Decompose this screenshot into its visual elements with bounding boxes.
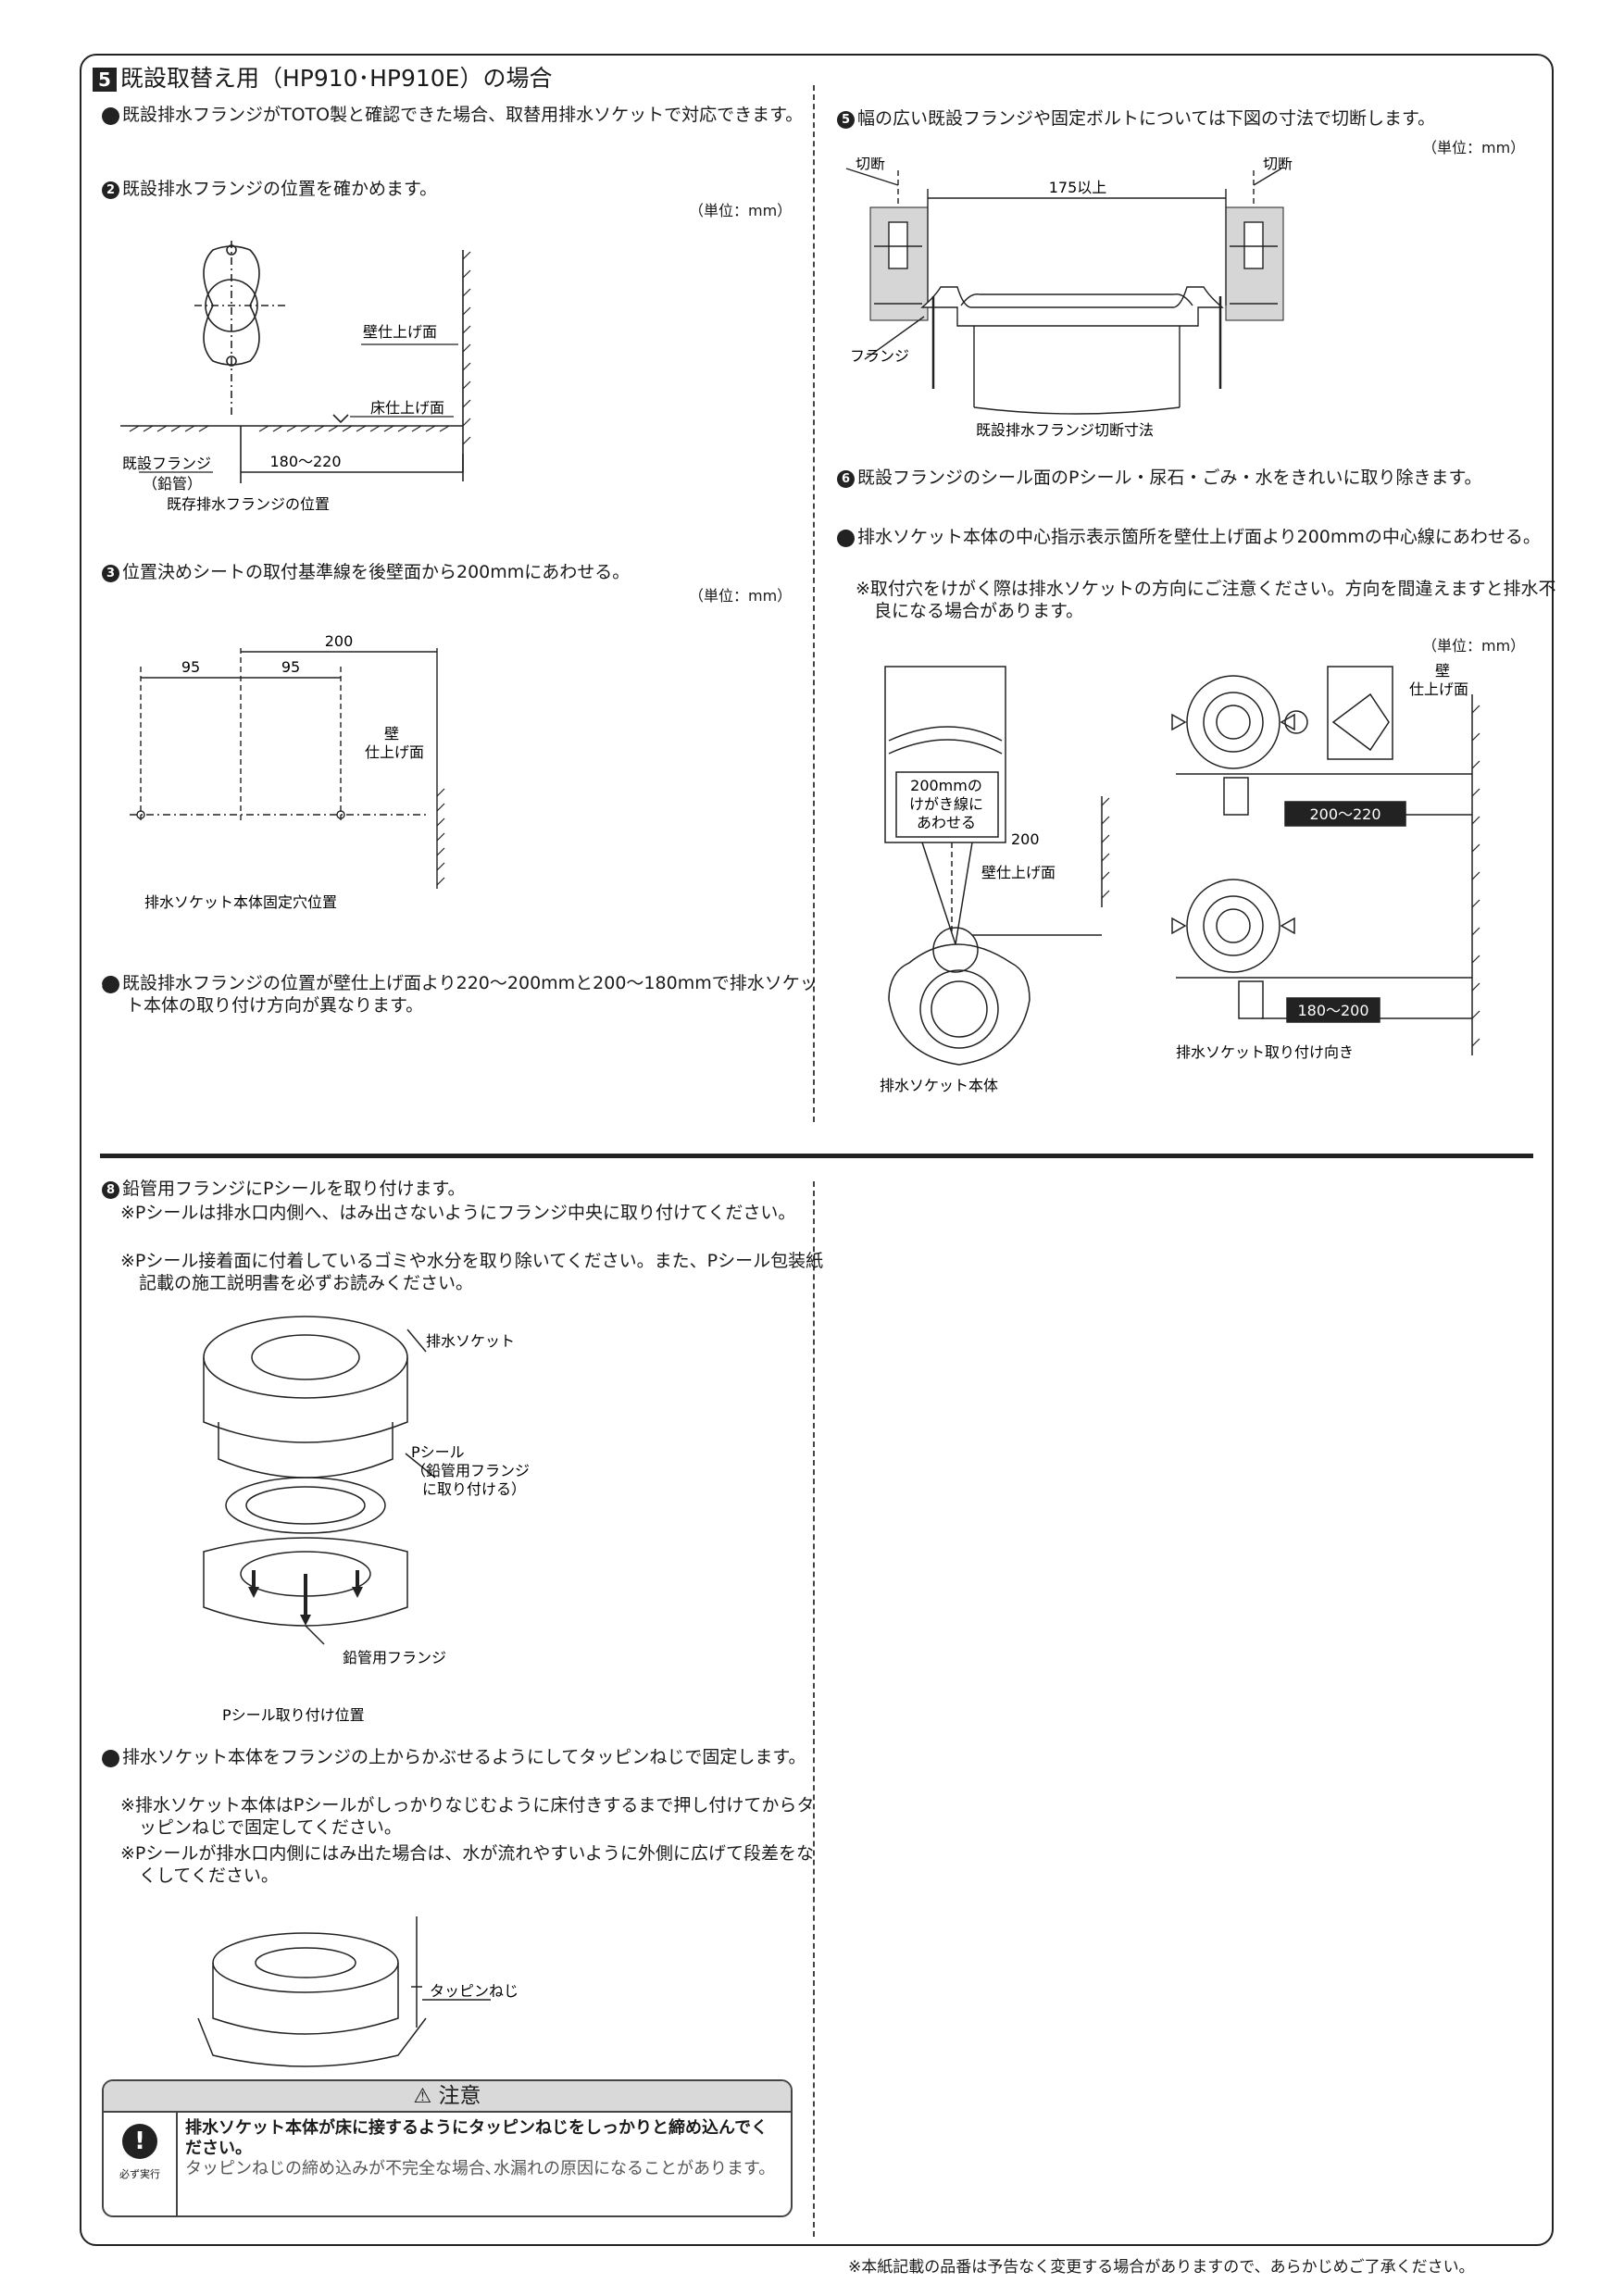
step-6-text: 既設フランジのシール面のPシール・尿石・ごみ・水をきれいに取り除きます。 [857, 468, 1482, 488]
caution-detail-text: タッピンねじの締め込みが不完全な場合､水漏れの原因になることがあります。 [185, 2159, 776, 2178]
fig3-dim-b: 95 [281, 658, 300, 676]
fig8-flange-label: 鉛管用フランジ [343, 1649, 446, 1666]
pseal-install-diagram: 排水ソケット Pシール （鉛管用フランジ に取り付ける） 鉛管用フランジ Pシー… [203, 1316, 530, 1722]
fig3-dim-total: 200 [325, 632, 354, 650]
fig3-dim-a: 95 [181, 658, 200, 676]
fig7-body-caption: 排水ソケット本体 [880, 1077, 998, 1094]
step-2-number: 2 [102, 181, 119, 199]
existing-flange-diagram: 壁仕上げ面 床仕上げ面 180～220 既設フランジ （鉛管） 既存排水フランジ… [120, 241, 471, 513]
fig8-pseal3: に取り付ける） [422, 1480, 526, 1498]
fig7-mark1: 200mmの [910, 777, 982, 794]
socket-body-diagram: 200mmの けがき線に あわせる 200 壁仕上げ面 排水ソケット本体 [880, 666, 1110, 1094]
step-6-number: 6 [837, 470, 855, 488]
step-7-note: ※取付穴をけがく際は排水ソケットの方向にご注意ください。方向を間違えますと排水不… [856, 579, 1556, 621]
fig8-caption: Pシール取り付け位置 [222, 1706, 365, 1722]
step-8-note-2: ※Pシール接着面に付着しているゴミや水分を取り除いてください。また、Pシール包装… [120, 1251, 824, 1293]
unit-label-5: （単位：mm） [1422, 139, 1526, 156]
socket-orientation-diagram: 壁 仕上げ面 200～220 180～200 排水ソケット取り付け向き [1171, 662, 1480, 1061]
mandatory-icon-label: 必ず実行 [119, 2168, 160, 2180]
fig7-wall: 壁仕上げ面 [981, 864, 1056, 881]
step-8-number: 8 [102, 1181, 119, 1199]
caution-header: ⚠ 注意 [104, 2081, 791, 2113]
step-9-number: 9 [94, 1750, 119, 1767]
step-8-note-1: ※Pシールは排水口内側へ、はみ出さないようにフランジ中央に取り付けてください。 [120, 1203, 796, 1223]
step-9-note-2: ※Pシールが排水口内側にはみ出た場合は、水が流れやすいように外側に広げて段差をな… [120, 1843, 814, 1886]
unit-label-3: （単位：mm） [689, 587, 793, 605]
fig7-wall1: 壁 [1435, 662, 1450, 680]
fig3-wall1: 壁 [384, 725, 399, 742]
unit-label-2: （単位：mm） [689, 202, 793, 219]
step-7-text: 排水ソケット本体の中心指示表示箇所を壁仕上げ面より200mmの中心線にあわせる。 [857, 527, 1541, 547]
step-9-note-1: ※排水ソケット本体はPシールがしっかりなじむように床付きするまで押し付けてからタ… [120, 1795, 815, 1838]
fig8-pseal1: Pシール [411, 1443, 465, 1461]
column-divider-top [813, 85, 815, 1122]
fig5-cut-right: 切断 [1263, 157, 1293, 172]
warning-icon: ⚠ [413, 2085, 432, 2108]
fig8-pseal2: （鉛管用フランジ [411, 1462, 530, 1479]
page-frame [80, 54, 1554, 2246]
footer-note: ※本紙記載の品番は予告なく変更する場合がありますので、あらかじめご了承ください。 [848, 2258, 1475, 2277]
step-5-text: 幅の広い既設フランジや固定ボルトについては下図の寸法で切断します。 [857, 108, 1436, 129]
fig7-wall2: 仕上げ面 [1409, 680, 1468, 698]
fig2-flange-label: 既設フランジ [122, 455, 211, 472]
mandatory-icon: ! [122, 2124, 157, 2159]
fig7-mark3: あわせる [917, 814, 976, 831]
step-3-number: 3 [102, 565, 119, 582]
fig5-cut-left: 切断 [856, 157, 885, 172]
fig5-dim: 175以上 [1049, 179, 1107, 196]
fig2-wall-label: 壁仕上げ面 [363, 323, 437, 341]
fixing-hole-diagram: 200 95 95 壁 仕上げ面 排水ソケット本体固定穴位置 [130, 632, 445, 911]
section-rule [100, 1154, 1533, 1158]
column-divider-bottom [813, 1181, 815, 2237]
fig7-dim: 200 [1011, 830, 1040, 848]
caution-box: ⚠ 注意 ! 必ず実行 排水ソケット本体が床に接するようにタッピンねじをしっかり… [102, 2079, 793, 2217]
mandatory-icon-cell: ! 必ず実行 [104, 2113, 178, 2215]
fig2-floor-label: 床仕上げ面 [370, 399, 444, 417]
fig7-orient-caption: 排水ソケット取り付け向き [1176, 1043, 1354, 1061]
step-7-number: 7 [830, 530, 855, 547]
step-1-text: 既設排水フランジがTOTO製と確認できた場合、取替用排水ソケットで対応できます。 [122, 105, 804, 125]
caution-body: 排水ソケット本体が床に接するようにタッピンねじをしっかりと締め込んでください。 … [185, 2118, 778, 2179]
section-title: 既設取替え用（HP910･HP910E）の場合 [120, 65, 553, 92]
step-9-text: 排水ソケット本体をフランジの上からかぶせるようにしてタッピンねじで固定します。 [122, 1747, 806, 1767]
fig2-caption: 既存排水フランジの位置 [167, 495, 330, 513]
caution-title: 注意 [438, 2084, 481, 2108]
caution-bold-text: 排水ソケット本体が床に接するようにタッピンねじをしっかりと締め込んでください。 [185, 2118, 768, 2158]
step-5-number: 5 [837, 111, 855, 129]
tapping-screw-diagram: タッピンねじ [197, 1916, 518, 2067]
fig8-socket-label: 排水ソケット [426, 1332, 515, 1350]
fig3-wall2: 仕上げ面 [365, 743, 424, 761]
step-1-number: 1 [94, 107, 119, 125]
step-4-number: 4 [94, 976, 119, 993]
step-3-text: 位置決めシートの取付基準線を後壁面から200mmにあわせる。 [122, 562, 631, 582]
fig2-dim-label: 180～220 [269, 453, 341, 470]
fig5-flange-label: フランジ [850, 347, 909, 365]
step-2-text: 既設排水フランジの位置を確かめます。 [122, 179, 438, 199]
fig9-screw-label: タッピンねじ [430, 1982, 518, 2000]
fig7-mark2: けがき線に [909, 795, 983, 813]
unit-label-7: （単位：mm） [1422, 637, 1526, 655]
fig7-range1: 200～220 [1309, 805, 1380, 823]
step-4-text: 既設排水フランジの位置が壁仕上げ面より220～200mmと200～180mmで排… [122, 973, 818, 1016]
step-8-text: 鉛管用フランジにPシールを取り付けます。 [122, 1179, 466, 1199]
section-number-badge: 5 [93, 68, 117, 92]
fig7-range2: 180～200 [1297, 1002, 1368, 1019]
fig5-caption: 既設排水フランジ切断寸法 [976, 421, 1154, 439]
flange-cut-diagram: 切断 切断 175以上 フランジ 既設排水フランジ切断寸法 [845, 157, 1293, 439]
fig2-flange-sub-label: （鉛管） [143, 475, 202, 493]
fig3-caption: 排水ソケット本体固定穴位置 [144, 893, 337, 911]
